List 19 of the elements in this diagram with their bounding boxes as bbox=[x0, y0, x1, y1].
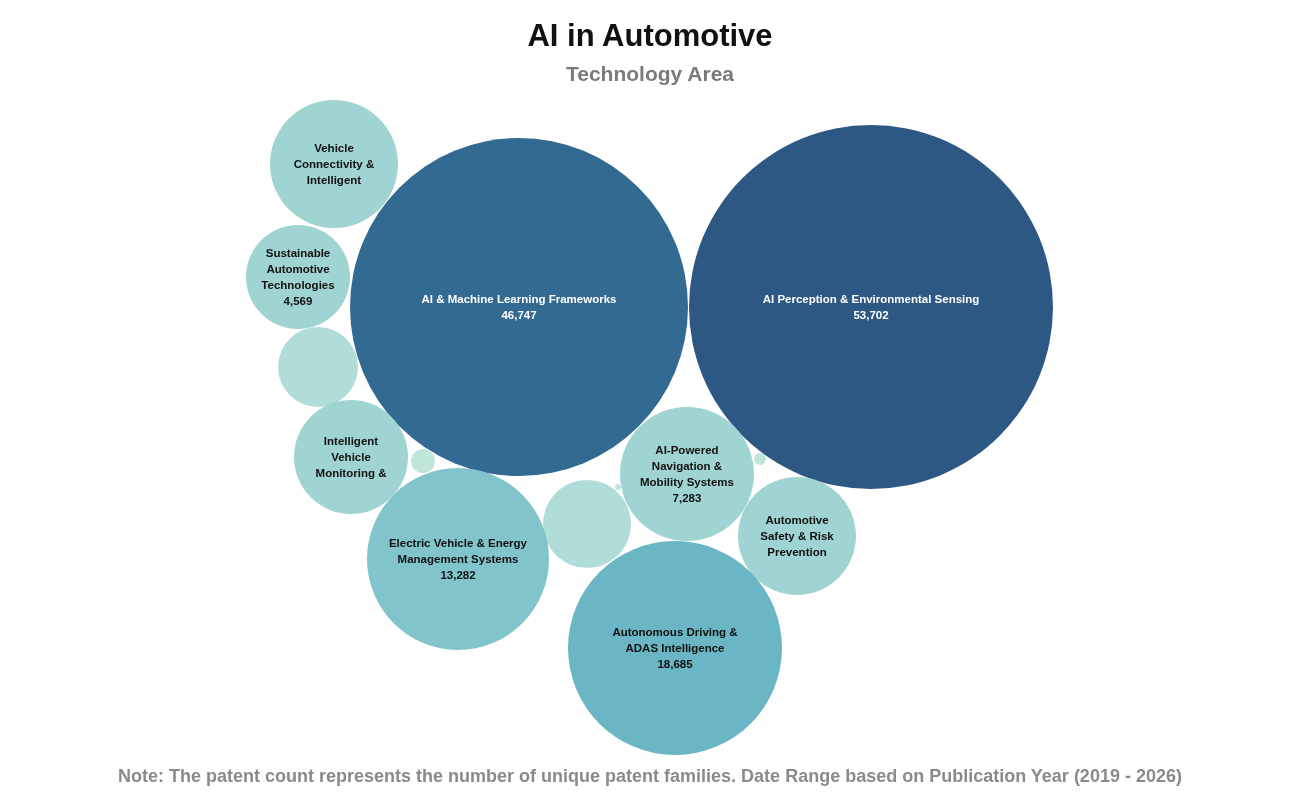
value-label: 46,747 bbox=[500, 308, 538, 323]
category-label: Sustainable Automotive Technologies bbox=[260, 246, 336, 293]
category-label: Electric Vehicle & Energy Management Systems bbox=[387, 536, 529, 567]
category-label: Automotive Safety & Risk Prevention bbox=[759, 513, 835, 560]
category-label: Autonomous Driving & ADAS Intelligence bbox=[611, 625, 739, 656]
value-label: 18,685 bbox=[656, 657, 694, 672]
category-label: AI & Machine Learning Frameworks bbox=[420, 292, 618, 307]
chart-subtitle: Technology Area bbox=[565, 62, 735, 86]
value-label: 53,702 bbox=[852, 308, 890, 323]
category-label: Intelligent Vehicle Monitoring & bbox=[314, 434, 388, 481]
category-label: AI Perception & Environmental Sensing bbox=[761, 292, 981, 307]
value-label: 13,282 bbox=[439, 568, 477, 583]
bubble bbox=[246, 225, 350, 329]
value-label: 4,569 bbox=[282, 294, 314, 309]
value-label: 7,283 bbox=[671, 491, 703, 506]
category-label: Vehicle Connectivity & Intelligent bbox=[292, 141, 376, 188]
footnote: Note: The patent count represents the number of unique patent families. Date Range based on Publication Year (2019 - 2026) bbox=[117, 766, 1183, 787]
chart-title: AI in Automotive bbox=[526, 18, 774, 54]
category-label: AI-Powered Navigation & Mobility Systems bbox=[639, 443, 735, 490]
